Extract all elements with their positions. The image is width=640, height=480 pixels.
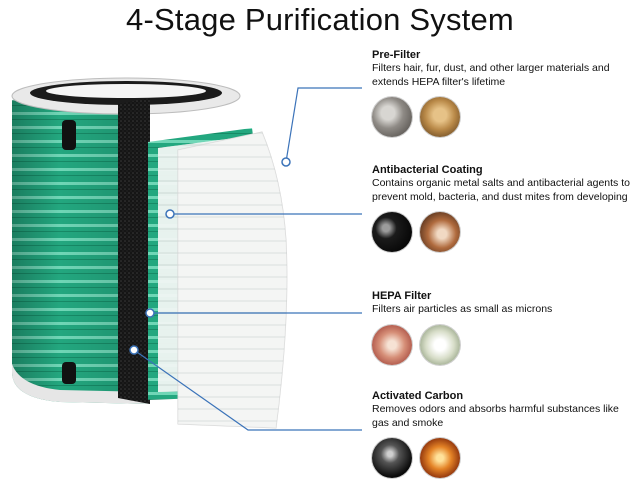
pollen-photo [420,324,460,365]
stage-antibacterial: Antibacterial Coating Contains organic m… [372,164,637,252]
dust-photo [372,97,412,137]
stage-heading: Activated Carbon [372,390,464,402]
stage-heading: Pre-Filter [372,49,421,61]
stage-heading: HEPA Filter [372,290,432,302]
prefilter-sheet [177,131,288,429]
stage-description: Filters air particles as small as micron… [372,303,553,315]
bacteria-photo [420,212,460,252]
mold-photo [372,212,412,252]
callout-dots [129,157,291,355]
smoke-photo [420,438,460,478]
fur-photo [420,97,460,137]
particle-photo [372,324,412,365]
page-title: 4-Stage Purification System [126,2,514,37]
stage-thumbnails [372,212,637,252]
stage-thumbnails [372,324,637,365]
stage-thumbnails [372,438,637,478]
carbon-layer [118,98,150,404]
stage-thumbnails [372,97,637,137]
stage-description: Filters hair, fur, dust, and other large… [372,62,610,88]
stage-carbon: Activated Carbon Removes odors and absor… [372,390,637,478]
stage-description: Removes odors and absorbs harmful substa… [372,403,619,429]
filter-cylinder [11,77,241,405]
callout-lines [133,87,362,431]
gas-photo [372,438,412,478]
stage-hepa: HEPA Filter Filters air particles as sma… [372,290,637,365]
stage-prefilter: Pre-Filter Filters hair, fur, dust, and … [372,49,637,137]
stage-heading: Antibacterial Coating [372,164,483,176]
stage-description: Contains organic metal salts and antibac… [372,177,630,203]
